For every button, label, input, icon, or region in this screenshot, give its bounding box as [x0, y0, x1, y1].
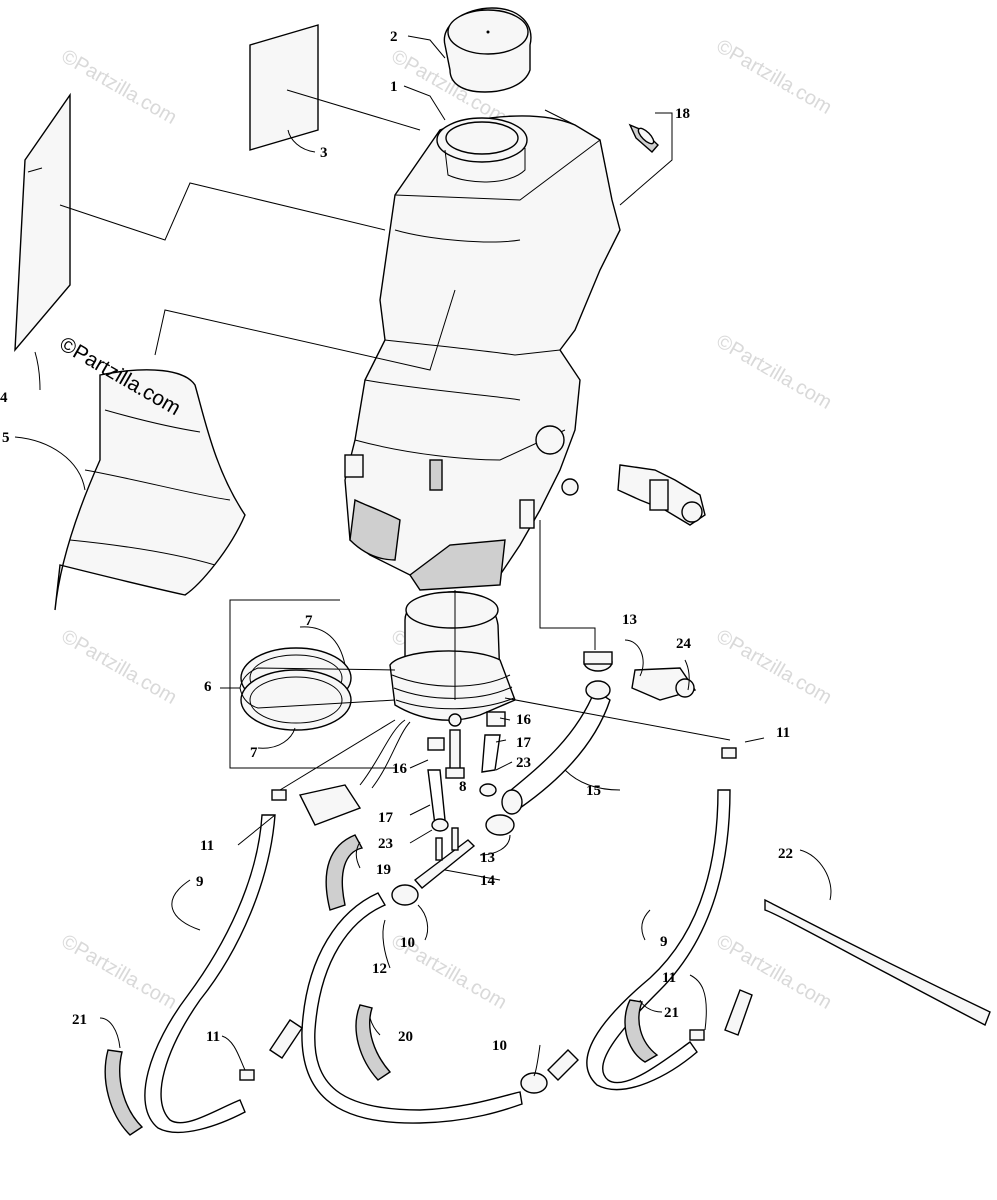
corrugated-hose-20: [355, 1004, 392, 1081]
hose-17-right: [481, 734, 501, 773]
hose-15: [503, 688, 611, 809]
clamp-11-top-left: [271, 789, 287, 801]
callout-19: 19: [376, 862, 391, 878]
hose-12: [301, 892, 523, 1124]
callout-18: 18: [675, 106, 690, 122]
callout-10-lower: 10: [492, 1038, 507, 1054]
callout-15: 15: [586, 783, 601, 799]
callout-13-upper: 13: [622, 612, 637, 628]
callout-4: 4: [0, 390, 8, 406]
callout-14: 14: [480, 873, 496, 889]
callout-20: 20: [398, 1029, 413, 1045]
callout-11-left: 11: [200, 838, 214, 854]
tank-cap-2: [443, 7, 532, 93]
clamp-11-bottom-right: [689, 1029, 705, 1041]
corrugated-hose-19: [325, 834, 364, 911]
decal-4: [14, 92, 71, 353]
callout-21-right: 21: [664, 1005, 679, 1021]
oil-tank: [344, 115, 621, 591]
ring-23-left: [431, 818, 449, 832]
callout-11-top-right: 11: [776, 725, 790, 741]
fitting-left: [269, 1019, 303, 1059]
watermark: ©Partzilla.com: [713, 330, 836, 414]
hose-9-right: [586, 789, 731, 1091]
watermark: ©Partzilla.com: [713, 625, 836, 709]
watermark: ©Partzilla.com: [58, 930, 181, 1014]
callout-10-upper: 10: [400, 935, 415, 951]
callout-16-right: 16: [516, 712, 532, 728]
callout-23-left: 23: [378, 836, 393, 852]
clamp-10-upper: [391, 884, 419, 906]
o-ring-7-lower: [240, 669, 352, 731]
corrugated-hose-21-right: [624, 999, 659, 1063]
hose-9-left: [144, 814, 276, 1133]
callout-9-left: 9: [196, 874, 204, 890]
callout-11-bottom-right: 11: [662, 970, 676, 986]
callout-24: 24: [676, 636, 692, 652]
callout-13-lower: 13: [480, 850, 495, 866]
bolt-8: [449, 729, 461, 771]
clamp-11-bottom-left: [239, 1069, 255, 1081]
fitting-center: [547, 1049, 579, 1081]
callout-17-right: 17: [516, 735, 532, 751]
clamp-11-top-right: [721, 747, 737, 759]
callout-17-left: 17: [378, 810, 394, 826]
level-sensor: [617, 464, 706, 526]
callout-21-left: 21: [72, 1012, 87, 1028]
leader-lines: [14, 35, 832, 1077]
watermark: ©Partzilla.com: [58, 45, 181, 129]
heat-shield-5: [54, 369, 246, 611]
callout-16-left: 16: [392, 761, 408, 777]
ring-23-right: [479, 783, 497, 797]
callout-labels: 1 2 3 4 5 6 7 7 8 9 9 10 10 11 11 11 11 …: [0, 29, 793, 1054]
callout-22: 22: [778, 846, 793, 862]
callout-7-top: 7: [305, 613, 313, 629]
callout-3: 3: [320, 145, 328, 161]
decal-3: [249, 24, 319, 151]
callout-6: 6: [204, 679, 212, 695]
rivet-18: [628, 123, 659, 153]
callout-1: 1: [390, 79, 398, 95]
watermark: ©Partzilla.com: [713, 930, 836, 1014]
callout-9-right: 9: [660, 934, 668, 950]
oil-pump-assembly: [389, 591, 516, 727]
hose-16-left: [427, 737, 445, 751]
corrugated-hose-21-left: [104, 1049, 144, 1136]
hose-17-left: [427, 769, 446, 827]
cable-tie-22: [764, 898, 991, 1026]
callout-5: 5: [2, 430, 10, 446]
clamp-16-right: [486, 711, 506, 727]
callout-11-bottom-left: 11: [206, 1029, 220, 1045]
electrical-connector: [298, 784, 362, 826]
callout-23-right: 23: [516, 755, 531, 771]
callout-7-bottom: 7: [250, 745, 258, 761]
fitting-right: [724, 989, 753, 1036]
clamp-13-lower: [485, 814, 515, 836]
callout-12: 12: [372, 961, 387, 977]
watermark: ©Partzilla.com: [713, 35, 836, 119]
callout-8: 8: [459, 779, 467, 795]
clamp-10-lower: [520, 1072, 548, 1094]
watermark: ©Partzilla.com: [58, 625, 181, 709]
tee-fitting-14: [413, 839, 476, 889]
callout-2: 2: [390, 29, 398, 45]
